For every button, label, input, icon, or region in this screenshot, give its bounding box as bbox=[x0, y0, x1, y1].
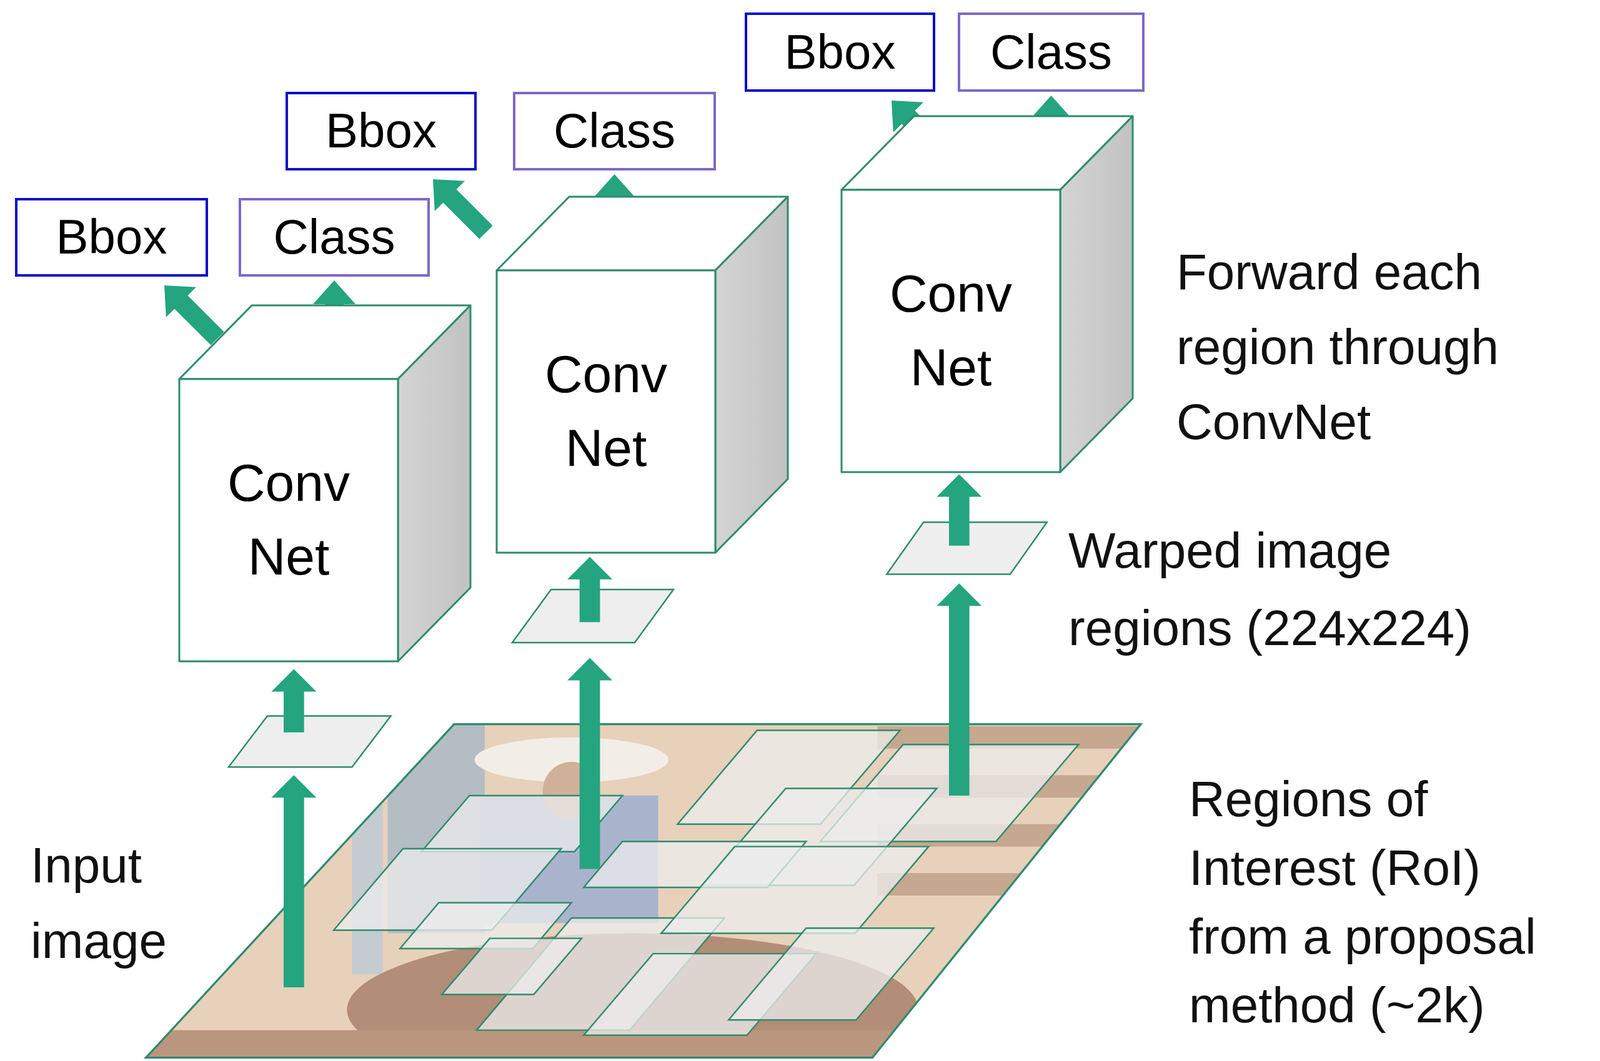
illustration-shape bbox=[228, 716, 392, 768]
illustration-shape bbox=[567, 557, 613, 623]
cube-face: Conv Net bbox=[179, 379, 398, 662]
node-text: Conv Net bbox=[524, 337, 688, 485]
cube-side bbox=[715, 196, 788, 553]
input-photo bbox=[143, 719, 1149, 1061]
illustration-shape bbox=[660, 847, 929, 935]
convnet-cube: Conv Net bbox=[496, 196, 788, 553]
node-text: Class bbox=[990, 25, 1113, 80]
illustration-shape bbox=[728, 928, 934, 1021]
illustration-shape bbox=[936, 474, 982, 546]
node-text: Class bbox=[553, 104, 676, 159]
arrow-connector bbox=[432, 179, 493, 240]
annotation-label: Forward each region through ConvNet bbox=[1176, 234, 1596, 460]
cube-side bbox=[397, 305, 471, 662]
input-image-plane bbox=[146, 724, 1141, 1059]
convnet-cube: Conv Net bbox=[179, 305, 471, 662]
annotation-label: Regions of Interest (RoI) from a proposa… bbox=[1188, 765, 1592, 1041]
arrow-connector bbox=[164, 285, 225, 346]
annotation-label: Input image bbox=[30, 827, 219, 979]
cube-face: Conv Net bbox=[496, 270, 716, 553]
node-text: Bbox bbox=[325, 104, 437, 159]
annotation-label: Warped image regions (224x224) bbox=[1068, 512, 1544, 668]
cube-face: Conv Net bbox=[841, 189, 1061, 473]
illustration-shape bbox=[441, 939, 582, 996]
node-text: Conv Net bbox=[207, 446, 370, 594]
node-text: Class bbox=[273, 210, 395, 265]
class-box: Class bbox=[957, 12, 1145, 92]
bbox-box: Bbox bbox=[744, 12, 936, 92]
node-text: Bbox bbox=[784, 25, 896, 80]
node-text: Conv Net bbox=[869, 257, 1033, 405]
illustration-shape bbox=[146, 724, 1141, 1059]
bbox-box: Bbox bbox=[14, 198, 209, 277]
class-box: Class bbox=[512, 91, 716, 171]
illustration-shape bbox=[271, 669, 317, 733]
node-text: Bbox bbox=[56, 210, 168, 265]
bbox-box: Bbox bbox=[285, 91, 477, 171]
cube-side bbox=[1060, 116, 1133, 473]
cube-front bbox=[179, 379, 398, 662]
cube-front bbox=[841, 189, 1061, 473]
cube-front bbox=[496, 270, 716, 553]
convnet-cube: Conv Net bbox=[841, 116, 1133, 473]
illustration-shape bbox=[271, 775, 317, 988]
illustration-shape bbox=[143, 719, 1149, 1061]
illustration-shape bbox=[936, 583, 982, 796]
illustration-shape bbox=[567, 657, 613, 870]
class-box: Class bbox=[238, 198, 430, 277]
